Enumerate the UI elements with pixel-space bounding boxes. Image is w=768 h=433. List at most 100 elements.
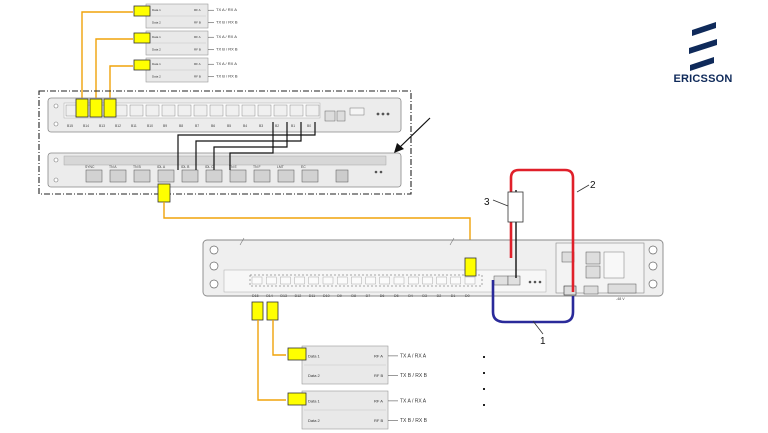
main-unit-port bbox=[308, 276, 319, 285]
radio-rfa-label: RF A bbox=[374, 353, 383, 358]
main-unit-port bbox=[251, 276, 263, 285]
lower-unit-port-label: TN E bbox=[229, 165, 237, 169]
main-unit-port bbox=[337, 276, 348, 285]
bottom-radio-units: Data 1 Data 2 RF A RF B TX A / RX A TX B / RX… bbox=[287, 345, 428, 430]
main-unit-port-label: D13 bbox=[280, 294, 287, 298]
main-unit-port bbox=[365, 276, 376, 285]
radio-txa-label: TX A / RX A bbox=[216, 34, 237, 39]
main-unit-port-label: D15 bbox=[252, 294, 259, 298]
radio-txa-label: TX A / RX A bbox=[216, 61, 237, 66]
lower-unit-port bbox=[181, 169, 199, 183]
cabinet-enclosure bbox=[38, 90, 412, 195]
lower-unit-port-label: IDL A bbox=[157, 165, 166, 169]
ericsson-logo-text: ERICSSON bbox=[673, 73, 733, 85]
red-cable bbox=[509, 168, 575, 292]
lower-unit-port bbox=[157, 169, 175, 183]
upper-unit-port-label: B12 bbox=[115, 124, 121, 128]
lower-unit-port bbox=[301, 169, 319, 183]
main-unit-port-label: D9 bbox=[337, 294, 342, 298]
black-jumper-cables bbox=[177, 122, 316, 170]
main-unit-port bbox=[280, 276, 291, 285]
upper-unit-port-label: B8 bbox=[179, 124, 183, 128]
main-unit-port bbox=[422, 276, 433, 285]
callout-1: 1 bbox=[540, 336, 546, 347]
upper-unit-port-label: B13 bbox=[99, 124, 105, 128]
main-unit-power-label: -48 V bbox=[616, 297, 625, 301]
lower-unit-port bbox=[229, 169, 247, 183]
upper-unit-port-label: B3 bbox=[259, 124, 263, 128]
main-unit-port-label: D0 bbox=[465, 294, 470, 298]
main-unit-port bbox=[351, 276, 362, 285]
bullet-dot bbox=[483, 356, 485, 358]
upper-unit-port-label: B1 bbox=[291, 124, 295, 128]
main-unit-port-label: D3 bbox=[422, 294, 427, 298]
upper-unit-port-label: B9 bbox=[163, 124, 167, 128]
lower-unit-port bbox=[253, 169, 271, 183]
lower-to-main-fiber bbox=[163, 202, 471, 258]
radio-data2-label: Data 2 bbox=[308, 418, 321, 423]
radio-sfp-module bbox=[287, 392, 307, 406]
main-unit-port-label: D14 bbox=[266, 294, 273, 298]
radio-txa-label: TX A / RX A bbox=[400, 398, 427, 404]
callout-3: 3 bbox=[484, 197, 490, 208]
upper-unit-port bbox=[129, 104, 144, 117]
main-unit-port-label: D11 bbox=[309, 294, 315, 298]
main-unit-port bbox=[379, 276, 390, 285]
lower-unit-port-label: EC bbox=[301, 165, 306, 169]
lower-unit-port bbox=[109, 169, 127, 183]
upper-unit-port bbox=[209, 104, 224, 117]
radio-data1-label: Data 1 bbox=[308, 398, 321, 403]
main-unit-port-label: D5 bbox=[394, 294, 399, 298]
main-unit-port bbox=[436, 276, 447, 285]
upper-unit-port bbox=[305, 104, 320, 117]
ericsson-logo-icon bbox=[689, 22, 717, 71]
upper-unit-port-label: B4 bbox=[243, 124, 247, 128]
main-unit-port-label: D4 bbox=[408, 294, 413, 298]
radio-rfb-label: RF B bbox=[374, 418, 383, 423]
lower-unit-port bbox=[85, 169, 103, 183]
radio-data2-label: Data 2 bbox=[152, 48, 161, 52]
bullet-dot bbox=[483, 388, 485, 390]
lower-unit-sfp-module bbox=[157, 183, 171, 203]
upper-unit-port-label: B6 bbox=[211, 124, 215, 128]
lower-unit-port-label: TN A bbox=[109, 165, 117, 169]
radio-txb-label: TX B / RX B bbox=[216, 20, 238, 25]
main-unit-port bbox=[266, 276, 277, 285]
radio-data1-label: Data 1 bbox=[308, 353, 321, 358]
upper-unit-port bbox=[289, 104, 304, 117]
upper-unit-port bbox=[225, 104, 240, 117]
top-fiber-cables bbox=[81, 11, 133, 100]
bullet-dot bbox=[483, 404, 485, 406]
radio-data1-label: Data 1 bbox=[152, 35, 161, 39]
radio-txb-label: TX B / RX B bbox=[400, 418, 428, 424]
radio-sfp-module bbox=[287, 347, 307, 361]
lower-unit-port-label: TN B bbox=[133, 165, 141, 169]
main-unit-port bbox=[408, 276, 419, 285]
lower-unit-port-label: SYNC bbox=[85, 165, 95, 169]
radio-data2-label: Data 2 bbox=[152, 21, 161, 25]
radio-rfb-label: RF B bbox=[194, 48, 201, 52]
main-unit-port-label: D2 bbox=[437, 294, 442, 298]
callout-2: 2 bbox=[590, 180, 596, 191]
radio-data1-label: Data 1 bbox=[152, 8, 161, 12]
ericsson-logo: ERICSSON bbox=[664, 20, 742, 92]
upper-unit-port-label: B0 bbox=[307, 124, 311, 128]
main-unit-port-label: D6 bbox=[380, 294, 385, 298]
lower-unit-port bbox=[277, 169, 295, 183]
radio-sfp-module bbox=[133, 59, 151, 71]
upper-unit-port-label: B10 bbox=[147, 124, 153, 128]
lower-unit-port-label: IDL B bbox=[181, 165, 190, 169]
main-unit-port bbox=[464, 276, 476, 285]
radio-rfb-label: RF B bbox=[194, 21, 201, 25]
radio-data2-label: Data 2 bbox=[308, 373, 321, 378]
upper-unit-port-label: B5 bbox=[227, 124, 231, 128]
main-unit-port-label: D12 bbox=[295, 294, 302, 298]
radio-rfb-label: RF B bbox=[194, 75, 201, 79]
radio-rfa-label: RF A bbox=[194, 8, 201, 12]
